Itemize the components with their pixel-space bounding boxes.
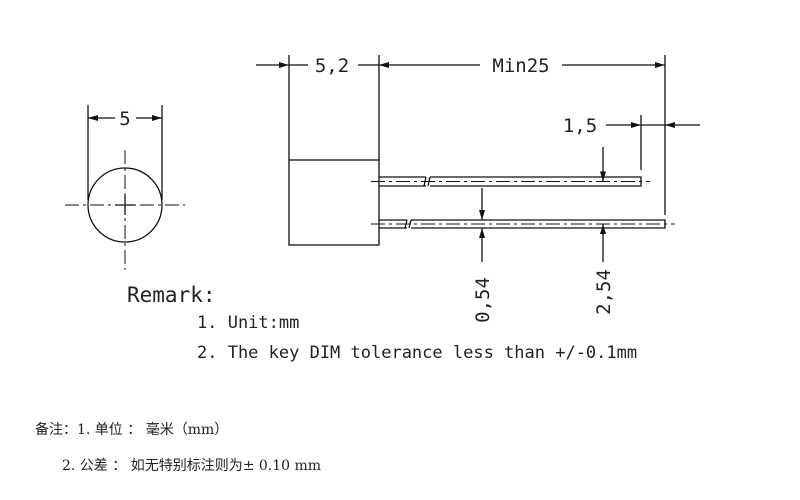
lead-pitch-label: 2,54: [593, 269, 615, 315]
lead-length-label: Min25: [492, 55, 549, 77]
remark-item-1: 1. Unit:mm: [197, 313, 299, 333]
remark-item-2: 2. The key DIM tolerance less than +/-0.…: [197, 343, 637, 363]
remark-title: Remark:: [127, 283, 216, 307]
note-cn-2: 2. 公差 ： 如无特别标注则为± 0.10 mm: [62, 458, 321, 474]
lead-diameter-label: 0,54: [472, 277, 494, 323]
body-width-label: 5,2: [315, 55, 349, 77]
side-view: 5,2 Min25 1,5 0,54 2,54: [256, 55, 700, 323]
lead-offset-label: 1,5: [563, 115, 597, 137]
note-cn-1: 备注：1. 单位 ： 毫米（mm）: [35, 421, 228, 438]
front-view: 5: [65, 105, 185, 270]
body-rect: [288, 159, 380, 246]
diameter-label: 5: [119, 108, 130, 130]
